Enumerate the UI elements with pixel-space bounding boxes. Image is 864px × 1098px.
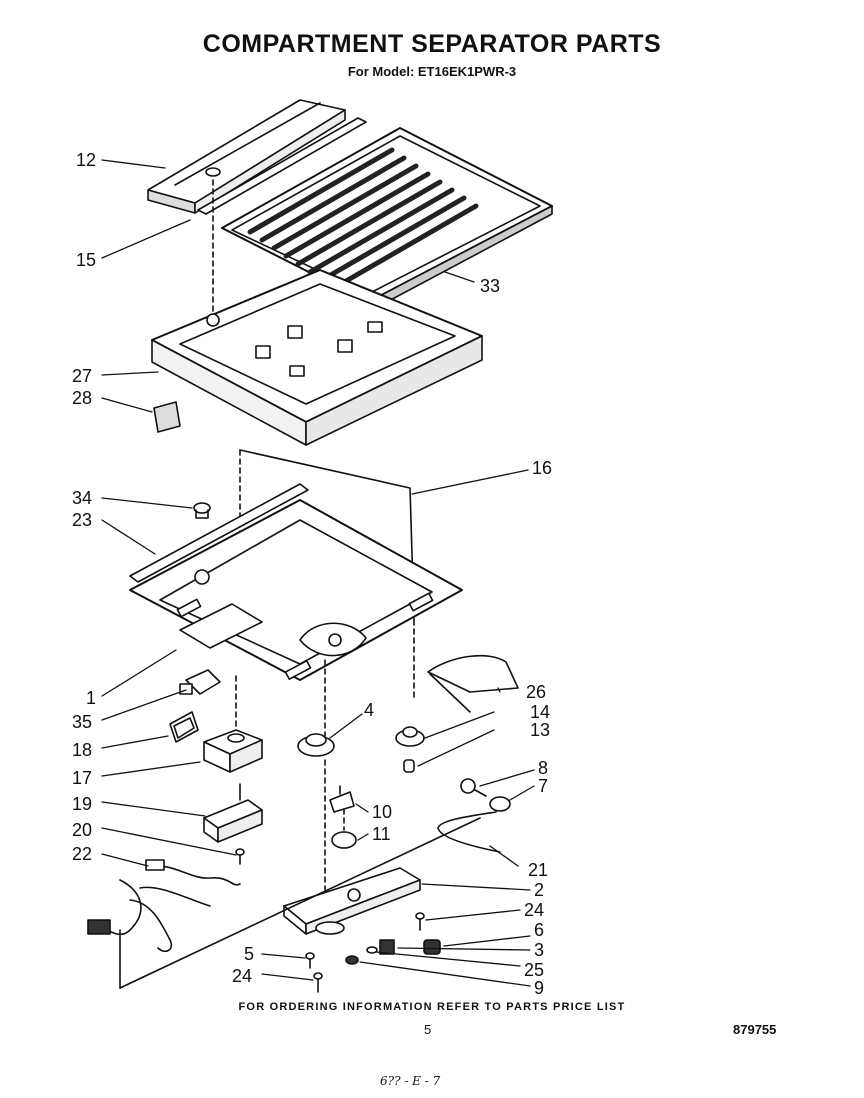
callout-4: 4 bbox=[364, 700, 374, 720]
callout-14: 14 bbox=[530, 702, 550, 722]
callout-34: 34 bbox=[72, 488, 92, 508]
part-22-wire-harness bbox=[87, 817, 481, 989]
callout-20: 20 bbox=[72, 820, 92, 840]
callout-2: 2 bbox=[534, 880, 544, 900]
part-12-channel bbox=[147, 99, 346, 214]
callout-10: 10 bbox=[372, 802, 392, 822]
page-number: 5 bbox=[424, 1022, 432, 1037]
callout-17: 17 bbox=[72, 768, 92, 788]
callout-7: 7 bbox=[538, 776, 548, 796]
callout-35: 35 bbox=[72, 712, 92, 732]
part-6-knob bbox=[423, 939, 441, 955]
part-34-grommet bbox=[193, 502, 211, 519]
part-8-bulb bbox=[460, 778, 487, 797]
callout-23: 23 bbox=[72, 510, 92, 530]
callout-16: 16 bbox=[532, 458, 552, 478]
part-9-washer bbox=[345, 955, 359, 965]
part-4-damper bbox=[297, 733, 335, 757]
ordering-note: FOR ORDERING INFORMATION REFER TO PARTS … bbox=[238, 1001, 626, 1013]
callout-6: 6 bbox=[534, 920, 544, 940]
part-24-screw-right bbox=[415, 912, 425, 931]
callout-labels: 12 15 33 27 28 16 34 23 1 35 18 17 19 20… bbox=[72, 150, 552, 998]
callout-9: 9 bbox=[534, 978, 544, 998]
part-5-screw bbox=[305, 952, 315, 969]
part-25-washer bbox=[366, 946, 378, 954]
callout-28: 28 bbox=[72, 388, 92, 408]
part-26-tape bbox=[427, 654, 519, 713]
part-11-knob bbox=[331, 831, 357, 849]
part-35-clip bbox=[179, 669, 221, 695]
callout-8: 8 bbox=[538, 758, 548, 778]
part-19-bracket bbox=[203, 783, 263, 843]
part-33-shelf-grille bbox=[221, 127, 553, 313]
callout-33: 33 bbox=[480, 276, 500, 296]
callout-11: 11 bbox=[372, 824, 391, 844]
part-13-plug bbox=[403, 759, 415, 773]
part-7-socket bbox=[489, 796, 511, 812]
part-17-housing bbox=[203, 729, 263, 773]
callout-27: 27 bbox=[72, 366, 92, 386]
part-27-tray-frame bbox=[151, 269, 483, 446]
callout-21: 21 bbox=[528, 860, 548, 880]
part-18-lens bbox=[169, 711, 199, 743]
part-28-block bbox=[153, 401, 181, 433]
page-title: COMPARTMENT SEPARATOR PARTS bbox=[202, 30, 662, 58]
callout-24-bottom: 24 bbox=[232, 966, 252, 986]
callout-22: 22 bbox=[72, 844, 92, 864]
handwritten-note: 6?? - E - 7 bbox=[380, 1074, 441, 1088]
callout-26: 26 bbox=[526, 682, 546, 702]
part-20-screw bbox=[235, 848, 245, 865]
document-number: 879755 bbox=[733, 1022, 777, 1037]
callout-1: 1 bbox=[86, 688, 96, 708]
part-10-switch bbox=[329, 785, 355, 813]
part-14-grommet bbox=[395, 726, 425, 747]
part-3-control bbox=[379, 939, 395, 955]
callout-5: 5 bbox=[244, 944, 254, 964]
leader-lines bbox=[101, 159, 535, 987]
callout-3: 3 bbox=[534, 940, 544, 960]
model-subtitle: For Model: ET16EK1PWR-3 bbox=[347, 64, 517, 79]
part-24-screw-bottom bbox=[313, 972, 323, 993]
part-1-separator bbox=[129, 499, 463, 681]
part-21-wire bbox=[437, 811, 501, 853]
part-15-strip bbox=[197, 117, 367, 215]
callout-24-right: 24 bbox=[524, 900, 544, 920]
callout-25: 25 bbox=[524, 960, 544, 980]
callout-19: 19 bbox=[72, 794, 92, 814]
part-2-control-housing bbox=[283, 867, 421, 935]
callout-12: 12 bbox=[76, 150, 96, 170]
part-23-rail bbox=[129, 483, 309, 583]
callout-13: 13 bbox=[530, 720, 550, 740]
callout-18: 18 bbox=[72, 740, 92, 760]
callout-15: 15 bbox=[76, 250, 96, 270]
